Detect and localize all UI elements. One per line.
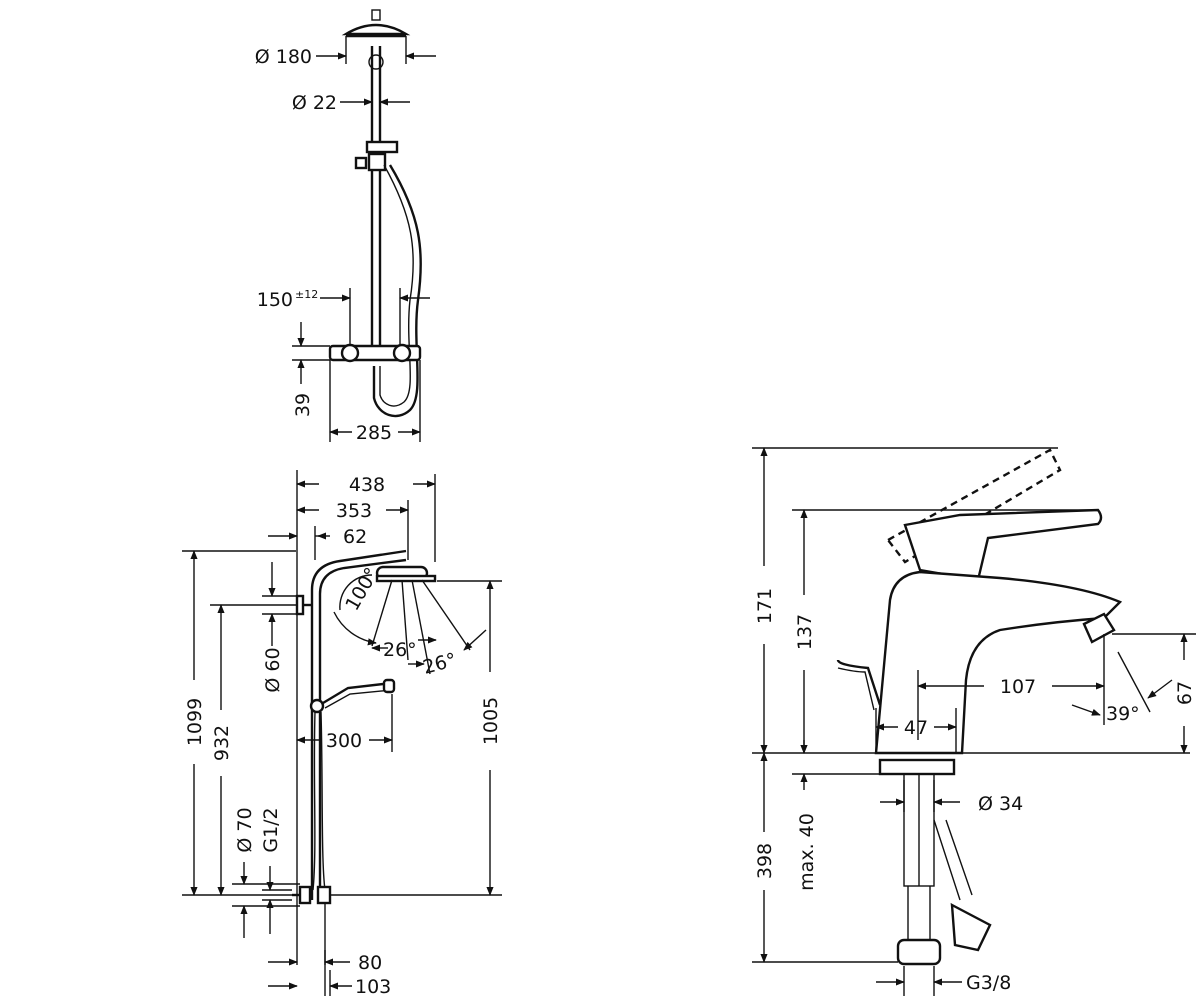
label-lever-height: 137	[794, 614, 816, 650]
label-depth-small: 80	[358, 952, 382, 974]
label-spout-height: 67	[1174, 681, 1196, 705]
label-flange-diameter: Ø 70	[234, 807, 256, 852]
label-spout-angle: 39°	[1106, 703, 1140, 725]
dim-depth: 80 103	[268, 950, 391, 998]
dim-offset: 62	[268, 526, 367, 560]
label-total-reach: 438	[349, 474, 385, 496]
label-hand-shower-reach: 300	[326, 730, 362, 752]
label-pipe-diameter: Ø 22	[292, 92, 337, 114]
dim-mid-reach: 353	[296, 500, 409, 560]
label-rotation-angle: 100°	[341, 564, 383, 615]
label-mid-reach: 353	[336, 500, 372, 522]
shower-side-geometry	[292, 470, 487, 965]
dim-pipe-diameter: Ø 22	[292, 92, 410, 114]
dim-bracket-diameter: Ø 60	[262, 562, 296, 693]
dim-max-thickness: max. 40	[792, 740, 880, 891]
dim-head-diameter: Ø 180	[255, 36, 436, 68]
label-max-height: 171	[754, 588, 776, 624]
label-hose-length: 398	[754, 843, 776, 879]
dim-hose-length: 398	[752, 752, 898, 963]
label-spray-angle-inner: 26°	[383, 639, 417, 661]
faucet-geometry	[752, 448, 1190, 966]
shower-top-geometry	[328, 9, 422, 418]
label-base-width: 47	[904, 717, 928, 739]
dim-base-width: 47	[875, 708, 957, 752]
dim-max-height: 171	[752, 447, 1058, 754]
dim-spout-reach: 107	[917, 670, 1105, 740]
dim-shank-diameter: Ø 34	[880, 780, 1023, 815]
dim-spout-height: 67	[1112, 633, 1196, 754]
dim-hose-thread: G3/8	[876, 966, 1011, 996]
label-offset: 62	[343, 526, 367, 548]
label-connection-thread: G1/2	[260, 807, 282, 852]
label-spout-reach: 107	[1000, 676, 1036, 698]
label-shank-diameter: Ø 34	[978, 793, 1023, 815]
dim-lever-height: 137	[792, 509, 1098, 754]
dim-width: 285	[329, 360, 421, 444]
dim-total-reach: 438	[296, 474, 436, 562]
label-spacing-tolerance: ±12	[295, 288, 318, 301]
label-height: 39	[292, 393, 314, 417]
label-head-height: 1005	[480, 697, 502, 745]
dim-hand-shower-reach: 300	[296, 694, 393, 752]
label-head-diameter: Ø 180	[255, 46, 312, 68]
dim-overall-height: 1099	[182, 550, 296, 896]
shower-side-view: 100° 26° 26° 438 353 62	[182, 470, 502, 998]
label-spacing: 150	[257, 289, 293, 311]
dim-spacing: 150 ±12	[257, 288, 430, 346]
label-overall-height: 1099	[184, 698, 206, 746]
dim-mount-height: 932	[210, 604, 296, 896]
faucet-view: 171 137 107 47 39°	[752, 447, 1196, 996]
label-max-thickness: max. 40	[796, 813, 818, 891]
label-depth-large: 103	[355, 976, 391, 998]
label-bracket-diameter: Ø 60	[262, 647, 284, 692]
shower-top-view: Ø 180 Ø 22 150 ±12 39	[255, 9, 436, 444]
label-hose-thread: G3/8	[966, 972, 1011, 994]
dim-head-height: 1005	[330, 580, 502, 896]
dim-height: 39	[292, 322, 330, 417]
label-width: 285	[356, 422, 392, 444]
label-mount-height: 932	[211, 725, 233, 761]
dim-flange-thread: Ø 70 G1/2	[232, 807, 300, 938]
